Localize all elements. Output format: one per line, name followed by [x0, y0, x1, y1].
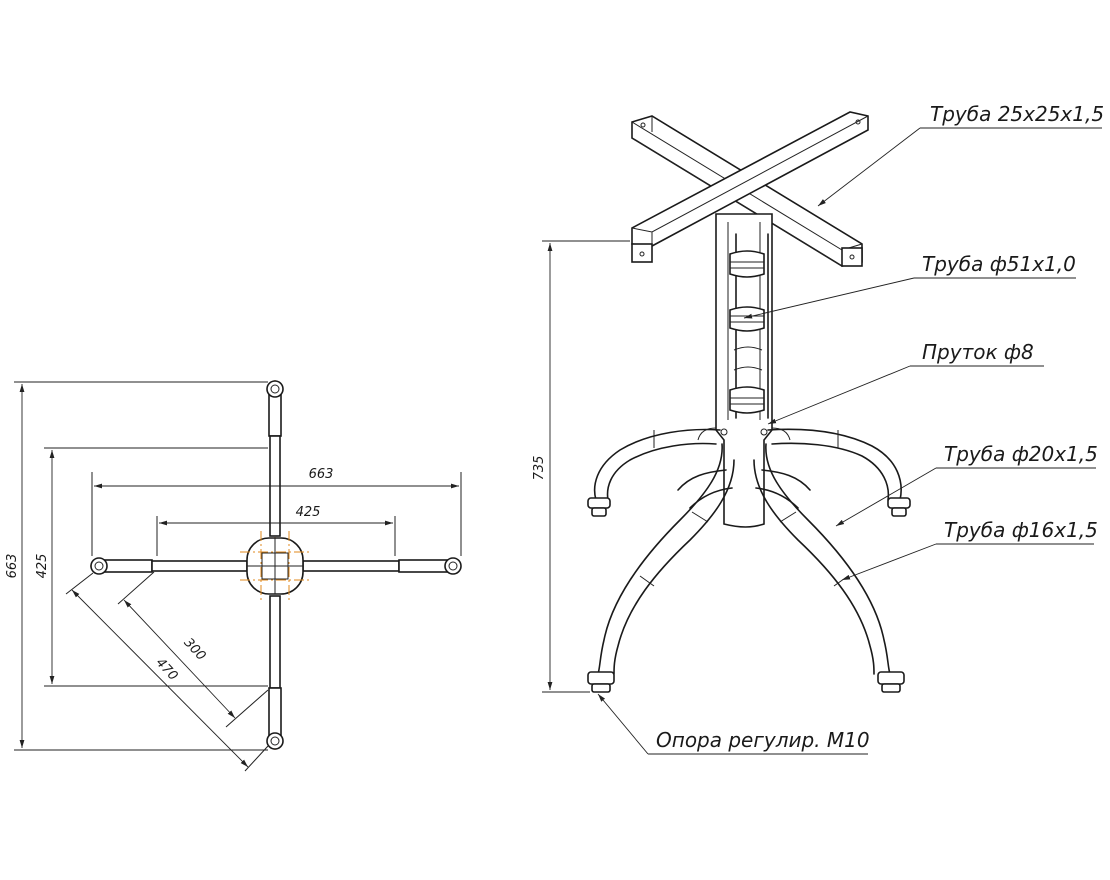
dim-diag-long: 470	[153, 655, 181, 683]
central-column	[715, 213, 773, 528]
back-legs	[587, 428, 911, 517]
callout-top-cross: Труба 25х25х1,5	[930, 102, 1104, 126]
callout-upper-legs: Труба ф20х1,5	[944, 442, 1098, 466]
dim-inner-width: 425	[296, 505, 321, 520]
callout-rod: Пруток ф8	[922, 340, 1034, 364]
dim-inner-height: 425	[35, 554, 50, 579]
dim-line-diag-short	[123, 599, 236, 719]
dim-overall-width: 663	[309, 467, 334, 482]
central-hub	[240, 531, 310, 601]
plan-view: 663 425 663 425 300 470	[5, 380, 462, 772]
side-view: 735 Труба 25х25х1,5 Труба ф51х1,0 Пруток…	[532, 102, 1104, 755]
callout-lower-legs: Труба ф16х1,5	[944, 518, 1098, 542]
dim-diag-short: 300	[181, 635, 209, 663]
dim-line-diag-long	[71, 589, 249, 768]
rod-braces	[697, 427, 791, 441]
dim-height: 735	[532, 456, 547, 481]
callout-center-column: Труба ф51х1,0	[922, 252, 1076, 276]
top-cross	[631, 111, 869, 267]
callout-feet: Опора регулир. М10	[656, 728, 870, 752]
horizontal-arm	[90, 557, 462, 575]
dim-overall-height: 663	[5, 554, 20, 579]
callout-leaders	[597, 127, 1102, 755]
